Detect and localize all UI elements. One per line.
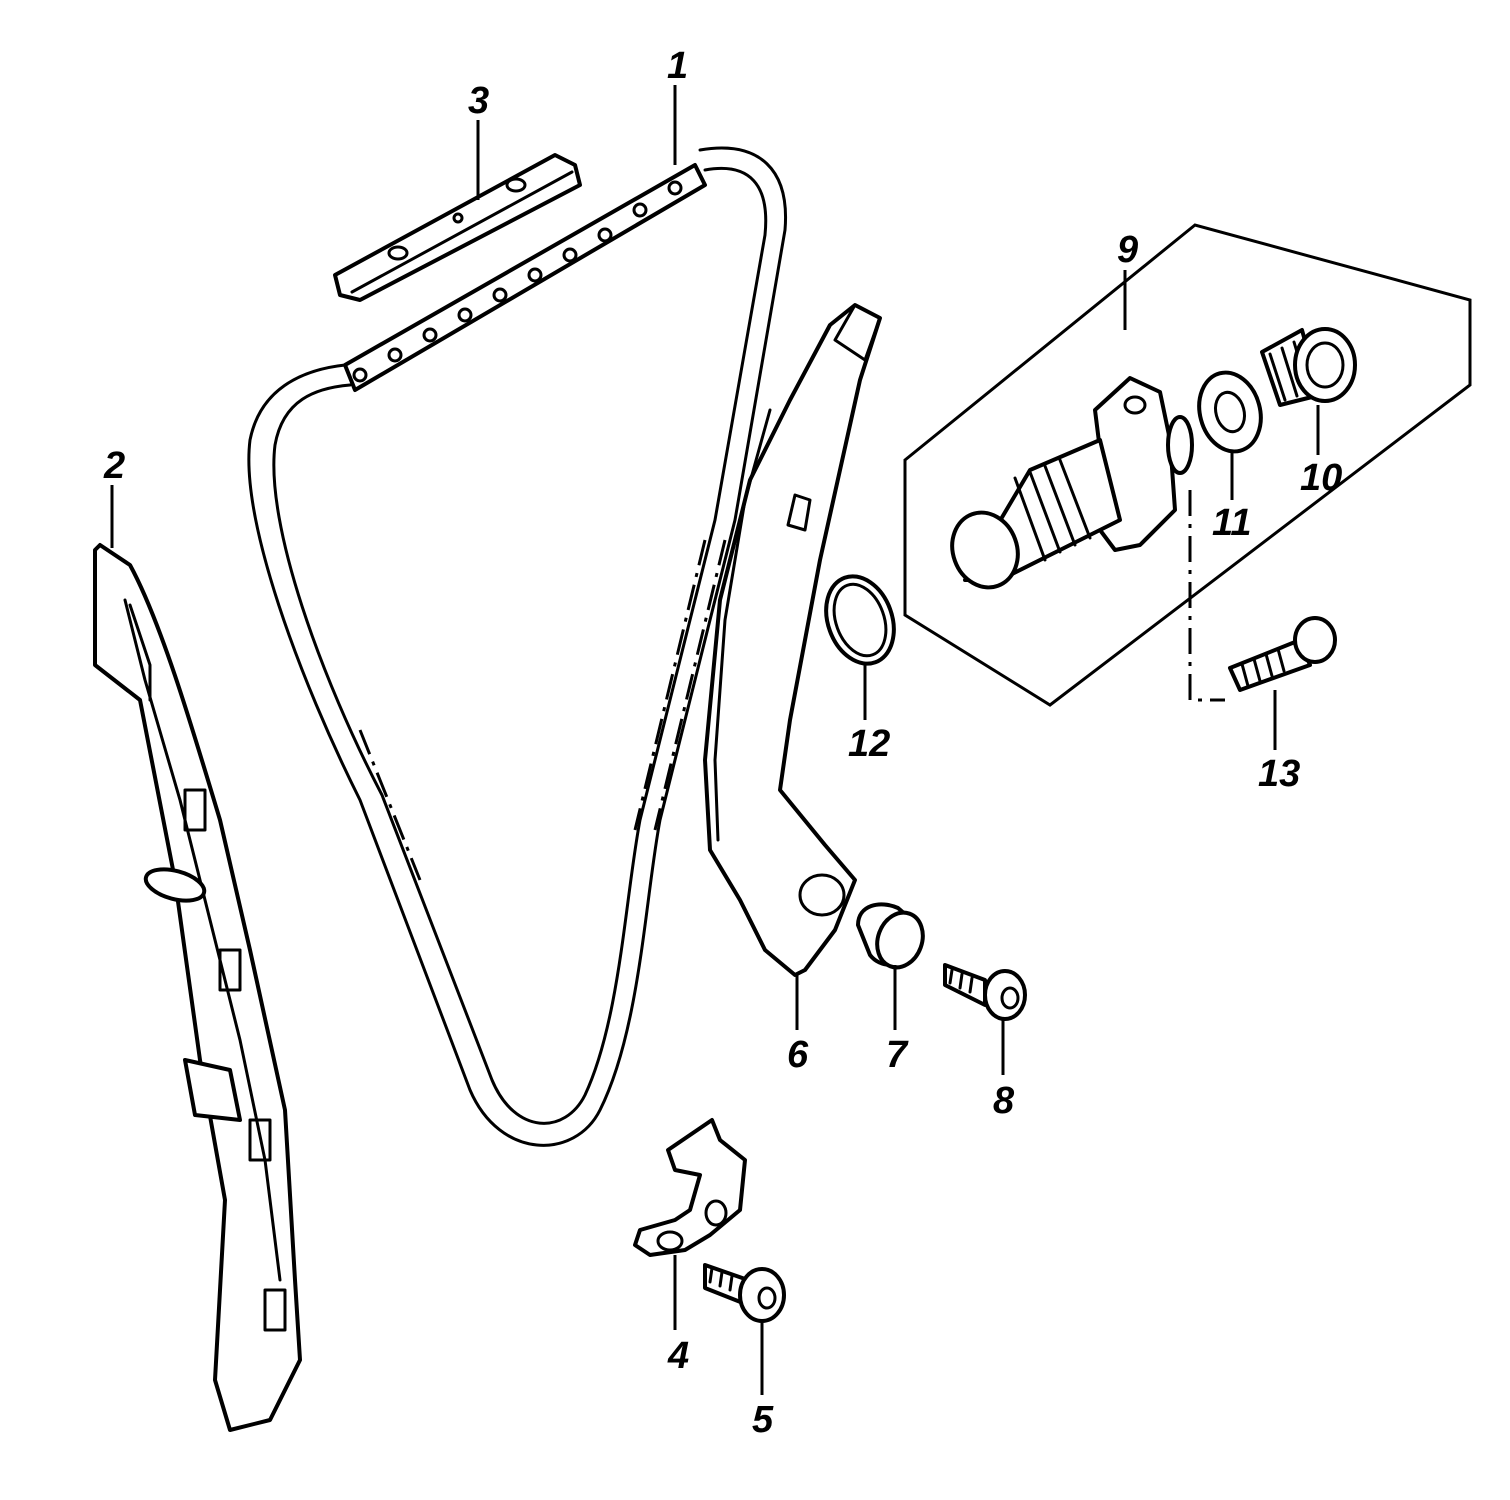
callout-7: 7	[886, 1034, 909, 1076]
bolt-13	[1228, 616, 1337, 692]
chain-links	[343, 163, 707, 392]
callout-13: 13	[1258, 753, 1300, 795]
washer	[1197, 370, 1263, 454]
callout-10: 10	[1300, 457, 1342, 499]
callout-2: 2	[103, 445, 125, 487]
gasket-ring	[824, 574, 896, 666]
tensioner-adjuster	[950, 376, 1194, 590]
cap-bolt	[1260, 327, 1357, 407]
callout-9: 9	[1117, 229, 1138, 271]
chain-guide-front	[93, 543, 302, 1432]
tensioner-assembly-box	[903, 223, 1472, 707]
callout-12: 12	[848, 723, 890, 765]
callout-6: 6	[787, 1034, 809, 1076]
callout-8: 8	[993, 1080, 1015, 1122]
callout-3: 3	[468, 80, 489, 122]
callout-5: 5	[752, 1399, 774, 1441]
cam-chain	[247, 146, 788, 1147]
bolt-8	[943, 963, 1027, 1021]
bolt-5	[703, 1263, 786, 1323]
chain-joint-plate	[333, 153, 582, 302]
callout-labels: 1 2 3 4 5 6 7 8 9 10 11 12 13	[103, 45, 1342, 1441]
callout-1: 1	[667, 45, 688, 87]
bush	[856, 902, 925, 970]
callout-4: 4	[667, 1335, 689, 1377]
chain-stopper-bracket	[633, 1118, 747, 1257]
leader-lines	[110, 85, 1320, 1395]
tensioner-arm	[703, 303, 882, 977]
callout-11: 11	[1212, 502, 1251, 544]
